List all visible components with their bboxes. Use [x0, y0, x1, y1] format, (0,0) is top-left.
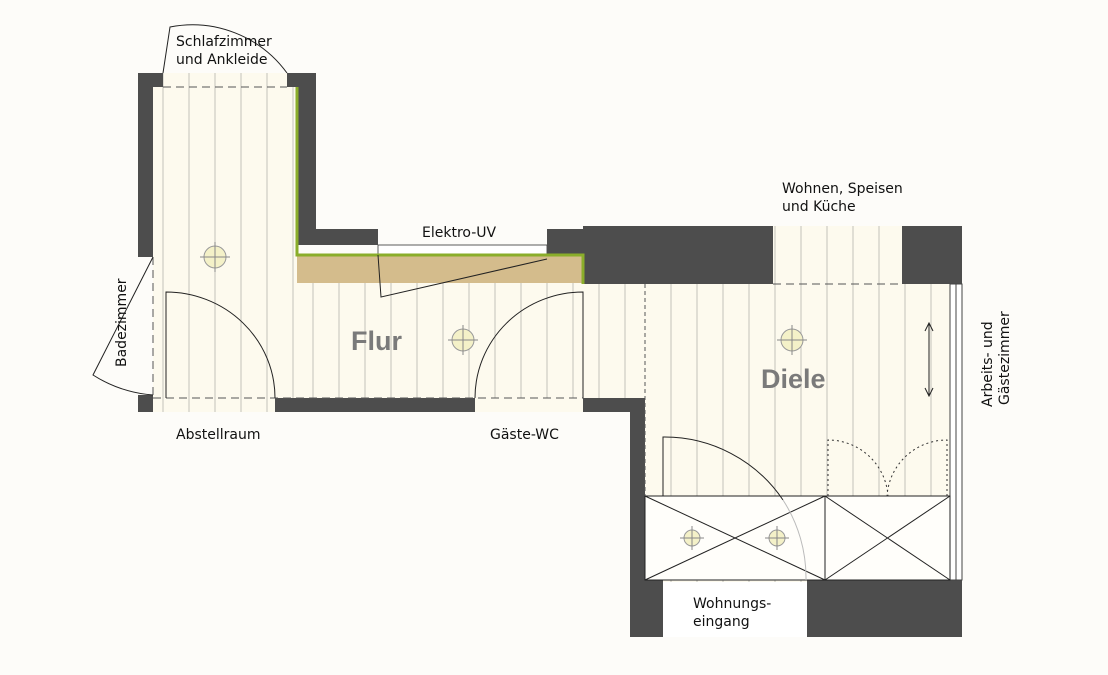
label-eingang-2: eingang [693, 614, 750, 630]
wall [297, 229, 378, 245]
label-schlafzimmer-1: Schlafzimmer [176, 34, 272, 50]
door-entrance [662, 436, 784, 501]
wall [275, 398, 475, 412]
ceiling-light-icon [200, 242, 230, 272]
openings [152, 86, 902, 496]
sliding-arrow-icon [924, 321, 934, 398]
walls [138, 73, 963, 637]
door-entrance-swing [782, 499, 807, 581]
room-name-diele: Diele [761, 364, 826, 394]
wardrobes [644, 495, 951, 581]
label-arbeits-2: Gästezimmer [997, 311, 1013, 405]
door-elektro [377, 254, 548, 298]
wall [807, 580, 962, 637]
ceiling-light-icon [448, 325, 478, 355]
label-schlafzimmer-2: und Ankleide [176, 52, 268, 68]
floor-wc-door [475, 398, 583, 412]
accent-line [295, 87, 585, 284]
floor-abstell-door [153, 398, 275, 412]
label-elektro: Elektro-UV [422, 225, 497, 241]
label-wohnen-2: und Küche [782, 199, 856, 215]
wall [547, 229, 583, 255]
label-gaeste-wc: Gäste-WC [490, 427, 559, 443]
label-badezimmer: Badezimmer [114, 278, 130, 367]
wall [630, 580, 663, 637]
wall [583, 398, 645, 412]
entrance-opening [663, 582, 807, 637]
wall [902, 226, 962, 284]
door-gaeste-wc [474, 291, 584, 399]
room-name-flur: Flur [351, 326, 402, 356]
label-eingang-1: Wohnungs- [693, 596, 771, 612]
wall [630, 398, 645, 637]
ceiling-lights [200, 242, 807, 550]
ceiling-light-icon [777, 325, 807, 355]
door-schlafzimmer [162, 24, 288, 74]
ceiling-light-icon [680, 526, 704, 550]
built-in-cabinet [297, 255, 583, 283]
label-wohnen-1: Wohnen, Speisen [782, 181, 903, 197]
floorboards [162, 73, 932, 582]
wall [297, 73, 316, 245]
label-arbeits-1: Arbeits- und [980, 321, 996, 407]
door-abstellraum [165, 291, 276, 399]
label-abstellraum: Abstellraum [176, 427, 261, 443]
floor-flur-horizontal [153, 283, 645, 398]
door-badezimmer [92, 256, 154, 396]
wall [138, 73, 153, 257]
doors [92, 24, 948, 581]
wall [138, 73, 163, 87]
ceiling-light-icon [765, 526, 789, 550]
wall [583, 226, 773, 284]
wall [138, 395, 153, 412]
